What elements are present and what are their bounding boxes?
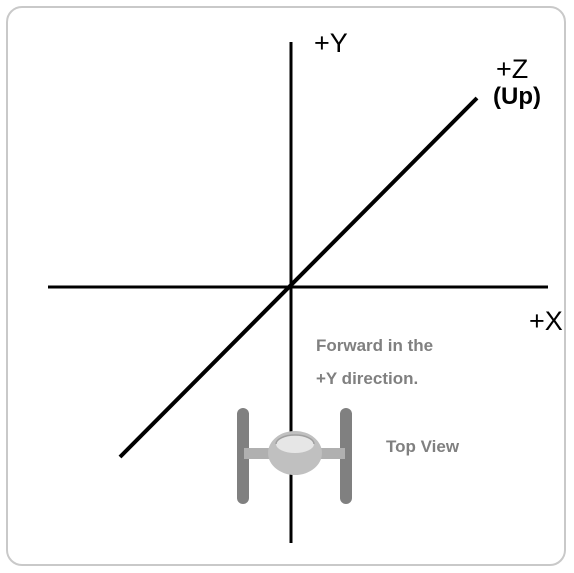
z-axis-sublabel: (Up) bbox=[493, 83, 541, 110]
x-axis-label: +X bbox=[529, 306, 563, 336]
starfighter-top-view-icon bbox=[237, 408, 352, 504]
z-axis-label: +Z bbox=[496, 54, 528, 84]
top-view-label: Top View bbox=[386, 437, 460, 456]
forward-note-line1: Forward in the bbox=[316, 336, 433, 355]
forward-note-line2: +Y direction. bbox=[316, 369, 418, 388]
z-axis bbox=[118, 96, 479, 459]
y-axis-label: +Y bbox=[314, 28, 348, 58]
